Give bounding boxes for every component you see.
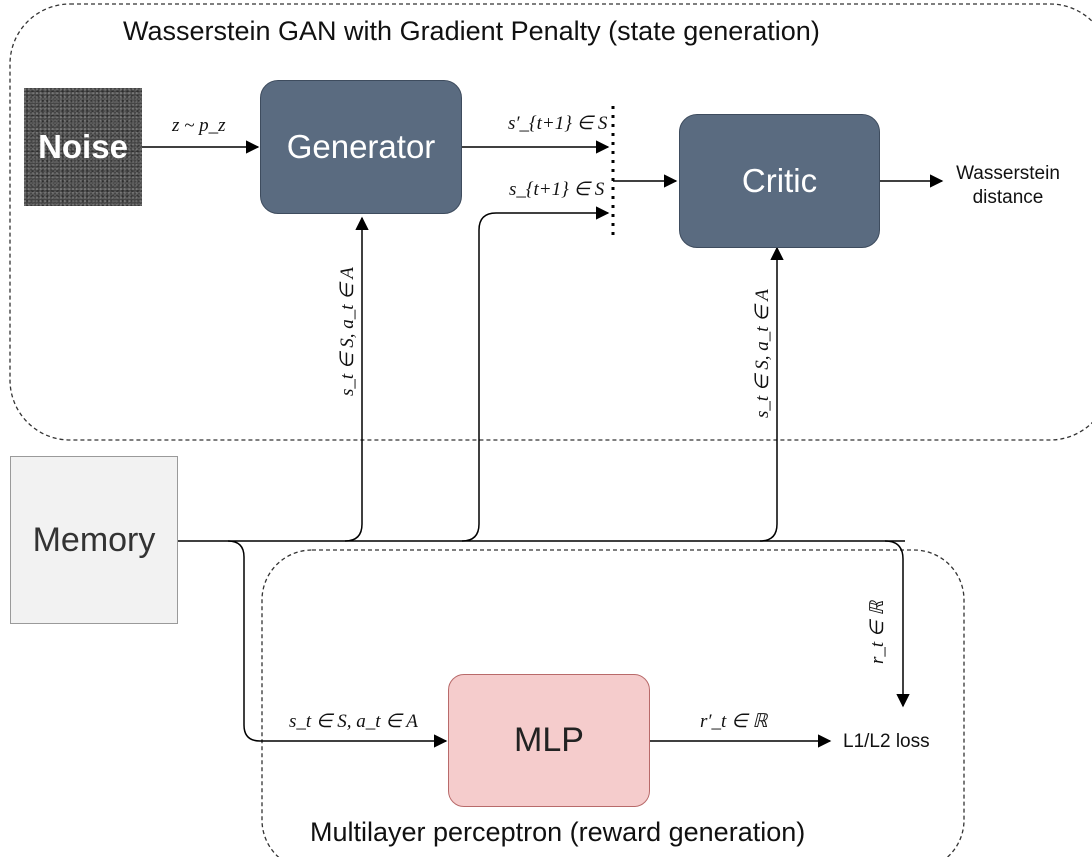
mlp-node: MLP [448, 674, 650, 807]
mlp-label: MLP [514, 721, 584, 759]
mlp-input-label: s_t ∈ S, a_t ∈ A [289, 711, 418, 732]
true-reward-label: r_t ∈ ℝ [867, 600, 888, 664]
noise-node: Noise [24, 88, 142, 206]
generated-state-label: s′_{t+1} ∈ S [508, 113, 608, 134]
critic-input-label: s_t ∈ S, a_t ∈ A [752, 289, 773, 418]
wgan-group-frame [9, 3, 1092, 441]
arrow-memory-loss [884, 540, 910, 708]
critic-label: Critic [741, 162, 818, 199]
noise-label: Noise [38, 128, 128, 165]
generator-input-label: s_t ∈ S, a_t ∈ A [337, 267, 358, 396]
wasserstein-distance-line1: Wasserstein [956, 163, 1060, 184]
wgan-group-title: Wasserstein GAN with Gradient Penalty (s… [123, 16, 820, 46]
critic-node: Critic [679, 114, 880, 248]
loss-label: L1/L2 loss [843, 731, 930, 752]
memory-label: Memory [32, 520, 156, 559]
mlp-group-frame [261, 549, 965, 857]
generator-node: Generator [260, 80, 462, 214]
generator-label: Generator [286, 128, 436, 165]
real-state-label: s_{t+1} ∈ S [509, 179, 605, 200]
noise-to-generator-label: z ~ p_z [172, 115, 226, 136]
arrow-memory-mlp [227, 540, 448, 748]
wasserstein-distance-line2: distance [972, 187, 1044, 208]
arrow-memory-real-state [461, 206, 610, 542]
memory-node: Memory [10, 456, 178, 624]
wasserstein-distance-label: Wasserstein distance [952, 162, 1064, 210]
arrow-memory-critic [759, 246, 784, 542]
arrow-memory-generator [344, 216, 369, 542]
predicted-reward-label: r′_t ∈ ℝ [700, 711, 768, 732]
mlp-group-title: Multilayer perceptron (reward generation… [310, 817, 806, 847]
